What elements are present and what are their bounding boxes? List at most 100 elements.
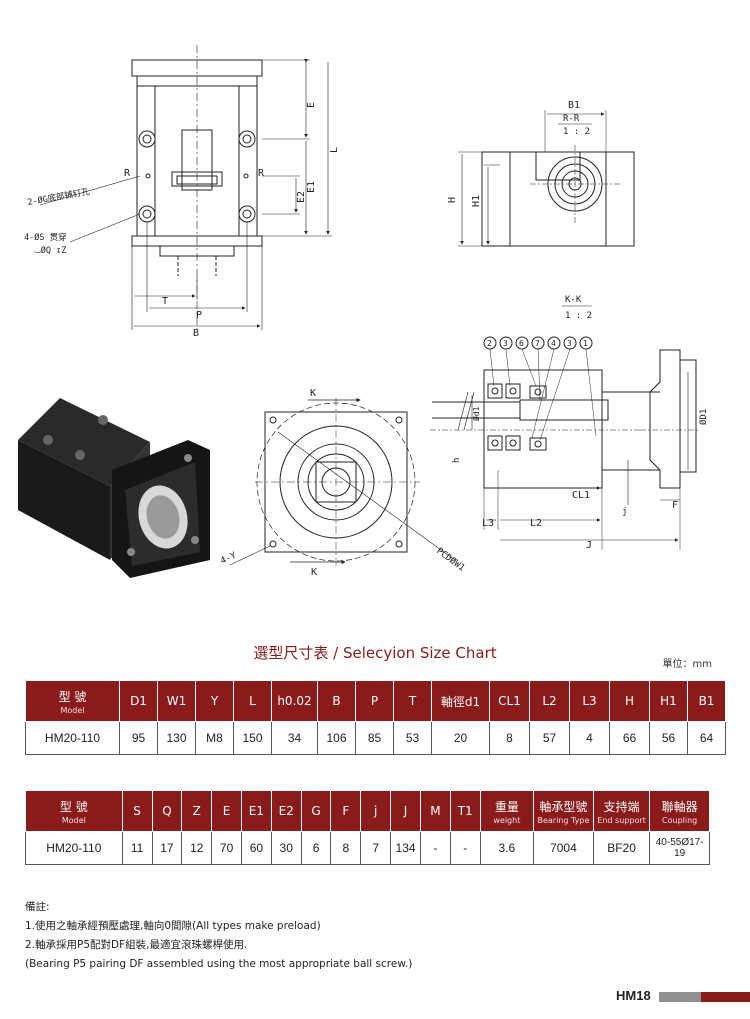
table-cell: BF20 <box>592 831 651 865</box>
header-weight-sub: weight <box>493 815 521 825</box>
notes-heading: 備註: <box>25 901 50 913</box>
label-H1: H1 <box>471 195 482 207</box>
product-render <box>18 398 210 578</box>
header-bearing-main: 軸承型號 <box>539 799 588 814</box>
table-cell: 130 <box>157 721 196 755</box>
table-cell: 56 <box>649 721 688 755</box>
note-line: 2.軸承採用P5配對DF組裝,最適宜滾珠螺桿使用. <box>25 939 248 951</box>
table-header-row: 型 號 Model D1 W1 Y L h0.02 B P T 軸徑d1 CL1… <box>25 680 726 722</box>
side-view <box>458 110 635 247</box>
label-E1: E1 <box>306 181 317 193</box>
header-cell: E1 <box>240 790 272 832</box>
label-PCD: PCDØW1 <box>434 546 467 574</box>
cell-model: HM20-110 <box>25 831 123 865</box>
note-line: 1.使用之軸承經預壓處理,軸向0間隙(All types make preloa… <box>25 920 321 932</box>
label-H: H <box>447 197 458 203</box>
through-note-1: 4-ØS 贯穿 <box>24 232 67 243</box>
cell-model: HM20-110 <box>25 721 120 755</box>
header-model-sub: Model <box>61 815 86 825</box>
table-cell: 20 <box>431 721 490 755</box>
header-cell: 軸徑d1 <box>431 680 490 722</box>
section-view-labels: K-K 1 : 2 2 3 6 7 4 3 1 Ød1 h ØD1 CL1 L3… <box>452 295 709 551</box>
header-weight: 重量 weight <box>479 790 535 832</box>
header-model-main: 型 號 <box>58 689 87 704</box>
table-cell: 106 <box>317 721 356 755</box>
spec-table-2: 型 號 Model S Q Z E E1 E2 G F j J M T1 重量 … <box>25 790 710 865</box>
table-cell: 70 <box>211 831 242 865</box>
header-cell: J <box>390 790 421 832</box>
balloon-2: 3 <box>503 339 508 348</box>
header-cell: P <box>355 680 394 722</box>
table-cell: 53 <box>393 721 432 755</box>
table-cell: - <box>419 831 451 865</box>
header-bearing-sub: Bearing Type <box>537 815 590 825</box>
footer-grey-bar <box>659 992 701 1002</box>
header-cell: Q <box>151 790 183 832</box>
header-cell: B1 <box>687 680 726 722</box>
header-model-main: 型 號 <box>59 799 88 814</box>
table-cell: 8 <box>489 721 530 755</box>
label-L3: L3 <box>482 518 494 529</box>
page-label: HM18 <box>616 988 651 1003</box>
label-L: L <box>329 147 340 153</box>
table-header-row: 型 號 Model S Q Z E E1 E2 G F j J M T1 重量 … <box>25 790 710 832</box>
label-R-right: R <box>258 168 265 179</box>
side-view-labels: B1 R-R 1 : 2 H H1 <box>447 100 590 207</box>
hole-note: 2-ØG底部铺钉孔 <box>27 186 91 208</box>
note-line: (Bearing P5 pairing DF assembled using t… <box>25 958 413 970</box>
label-L2: L2 <box>530 518 542 529</box>
label-K-top: K <box>310 388 316 399</box>
table-cell: 60 <box>240 831 272 865</box>
table-cell: M8 <box>195 721 234 755</box>
notes: 備註: 1.使用之軸承經預壓處理,軸向0間隙(All types make pr… <box>25 898 412 974</box>
header-coupling: 聯軸器 Coupling <box>649 790 710 832</box>
label-section-scale: 1 : 2 <box>565 311 592 321</box>
balloon-6: 3 <box>567 339 572 348</box>
table-cell: 8 <box>330 831 362 865</box>
header-cell: E2 <box>270 790 302 832</box>
table-cell: 40-55Ø17-19 <box>649 831 710 865</box>
table-cell: 134 <box>390 831 421 865</box>
table-cell: 12 <box>181 831 213 865</box>
table-cell: - <box>449 831 481 865</box>
balloon-7: 1 <box>583 339 588 348</box>
label-D1: ØD1 <box>698 409 709 425</box>
spec-table-1: 型 號 Model D1 W1 Y L h0.02 B P T 軸徑d1 CL1… <box>25 680 726 755</box>
table-cell: 150 <box>233 721 272 755</box>
header-end-support: 支持端 End support <box>592 790 651 832</box>
header-model-sub: Model <box>60 705 85 715</box>
table-cell: 85 <box>355 721 394 755</box>
table-cell: 66 <box>609 721 650 755</box>
label-T: T <box>162 296 168 307</box>
header-end-support-sub: End support <box>597 815 646 825</box>
label-P: P <box>196 310 202 321</box>
label-side-scale: 1 : 2 <box>563 127 590 137</box>
label-d1: Ød1 <box>471 406 481 421</box>
footer-red-bar <box>701 992 750 1002</box>
header-cell: h0.02 <box>271 680 318 722</box>
table-cell: 57 <box>529 721 570 755</box>
table-cell: 17 <box>151 831 183 865</box>
header-cell: L3 <box>569 680 610 722</box>
header-bearing: 軸承型號 Bearing Type <box>533 790 594 832</box>
header-cell: Y <box>195 680 234 722</box>
header-weight-main: 重量 <box>494 799 519 814</box>
header-cell: B <box>317 680 356 722</box>
label-K-K: K-K <box>565 295 582 305</box>
label-J: J <box>586 540 592 551</box>
chart-title: 選型尺寸表 / Selecyion Size Chart <box>253 644 497 662</box>
label-h: h <box>452 458 462 463</box>
header-cell: W1 <box>157 680 196 722</box>
table-cell: 3.6 <box>479 831 535 865</box>
label-R-R: R-R <box>563 114 580 124</box>
header-cell: G <box>300 790 332 832</box>
table-cell: 95 <box>119 721 158 755</box>
table-cell: 30 <box>270 831 302 865</box>
label-E2: E2 <box>296 191 307 203</box>
table-row: HM20-110 11 17 12 70 60 30 6 8 7 134 - -… <box>25 831 710 865</box>
balloon-1: 2 <box>487 339 492 348</box>
technical-drawing: R R E E1 E2 L T P B 2-ØG底部铺钉孔 4-ØS 贯穿 ⌴Ø… <box>18 45 709 578</box>
table-cell: 4 <box>569 721 610 755</box>
header-cell: E <box>211 790 242 832</box>
label-K-bottom: K <box>311 567 317 578</box>
